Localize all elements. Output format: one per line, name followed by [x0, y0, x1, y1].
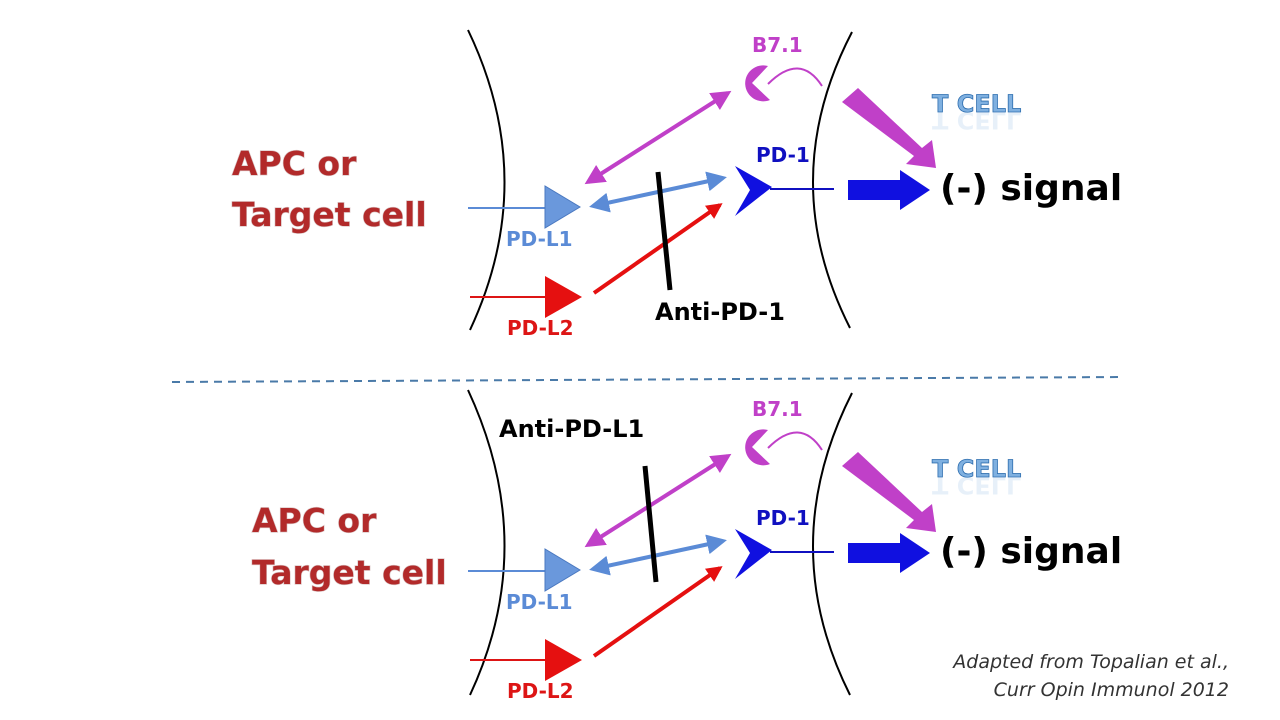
t-cell-label-reflection: T CELL	[932, 106, 1021, 134]
apc-label-line1: APC or	[252, 501, 377, 540]
b71-signal-arrow	[842, 452, 936, 532]
pdl2-pd1-arrow	[592, 203, 723, 295]
t-cell-membrane	[812, 31, 853, 329]
b71-receptor	[745, 65, 770, 102]
b71-label: B7.1	[752, 33, 803, 57]
negative-signal-label: (-) signal	[940, 168, 1122, 209]
bottom-panel: APC or Target cell PD-L1 PD-L2 Anti-PD-L…	[251, 389, 1122, 703]
panel-divider	[171, 376, 1123, 383]
pdl1-label: PD-L1	[506, 227, 573, 251]
anti-pdl1-block-bar	[642, 465, 659, 583]
pdl2-pd1-arrow	[592, 566, 723, 658]
citation-line1: Adapted from Topalian et al.,	[951, 651, 1229, 673]
b71-pdl1-arrow	[584, 453, 732, 548]
pd1-label: PD-1	[756, 506, 810, 530]
t-cell-label: T CELL	[932, 90, 1021, 118]
top-panel: APC or Target cell PD-L1 PD-L2 Anti-PD-1…	[231, 29, 1122, 340]
pd1-pdl1-arrow	[589, 534, 727, 576]
t-cell-label-reflection: T CELL	[932, 471, 1021, 499]
anti-pd1-label: Anti-PD-1	[655, 298, 785, 326]
b71-pdl1-arrow	[584, 90, 732, 185]
pdl1-ligand-triangle	[544, 185, 581, 229]
b71-receptor	[745, 429, 770, 466]
pdl1-ligand-triangle	[544, 548, 581, 592]
b71-signal-arrow	[842, 88, 936, 168]
pd1-label: PD-1	[756, 143, 810, 167]
anti-pd1-block-bar	[655, 171, 673, 291]
pd1-receptor	[735, 166, 772, 216]
b71-stalk	[767, 67, 823, 87]
apc-membrane	[467, 389, 506, 696]
citation-line2: Curr Opin Immunol 2012	[994, 679, 1229, 701]
pdl2-ligand-triangle	[545, 639, 582, 681]
apc-label-line1: APC or	[232, 144, 357, 183]
negative-signal-label: (-) signal	[940, 531, 1122, 572]
pdl2-label: PD-L2	[507, 316, 574, 340]
b71-label: B7.1	[752, 397, 803, 421]
pdl2-ligand-triangle	[545, 276, 582, 318]
apc-label-line2: Target cell	[252, 553, 447, 592]
pd1-signal-arrow	[848, 170, 930, 210]
anti-pdl1-label: Anti-PD-L1	[499, 415, 644, 443]
apc-membrane	[467, 29, 506, 331]
t-cell-label: T CELL	[932, 455, 1021, 483]
b71-stalk	[767, 431, 823, 451]
pd1-receptor	[735, 529, 772, 579]
apc-label-line2: Target cell	[232, 195, 427, 234]
t-cell-membrane	[812, 392, 853, 696]
pdl2-label: PD-L2	[507, 679, 574, 703]
pd1-signal-arrow	[848, 533, 930, 573]
pdl1-label: PD-L1	[506, 590, 573, 614]
